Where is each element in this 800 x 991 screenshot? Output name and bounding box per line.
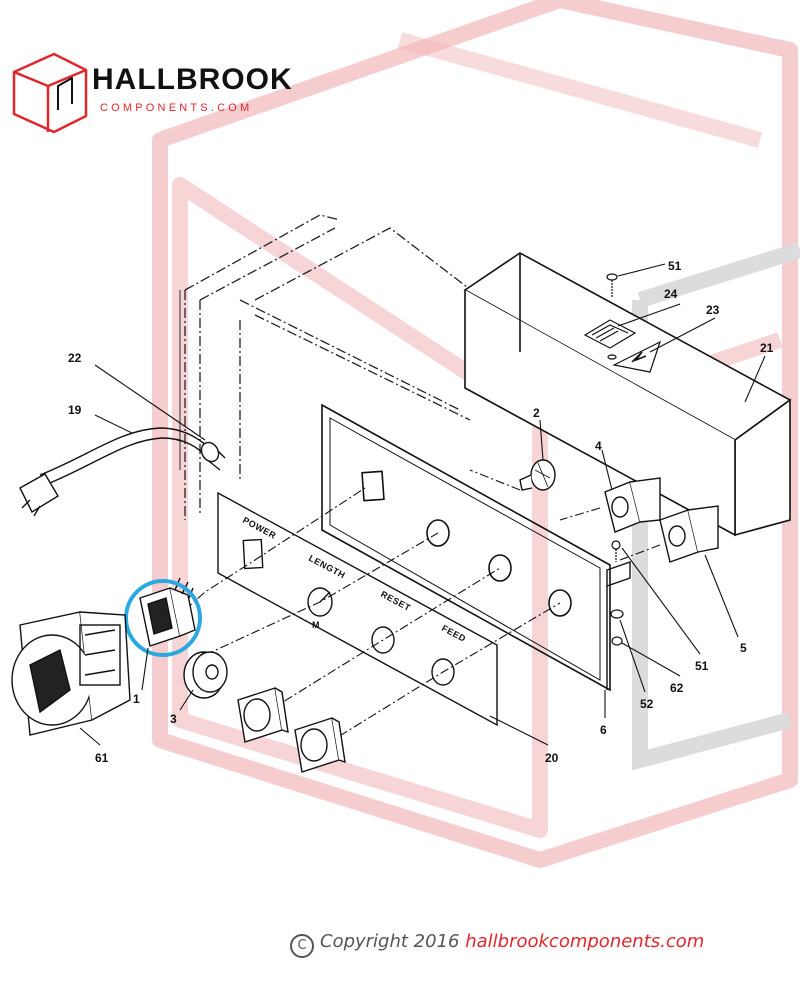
cord-grommet [200, 441, 220, 463]
callout-61: 61 [95, 751, 109, 765]
button-housing-4 [604, 477, 661, 533]
nameplate-icon [583, 319, 637, 349]
callout-51-bracket: 51 [695, 659, 709, 673]
bracket-fasteners [610, 540, 624, 646]
logo-cube-icon [12, 52, 88, 134]
callout-19: 19 [68, 403, 82, 417]
highlight-circle [124, 579, 202, 657]
callout-62: 62 [670, 681, 684, 695]
power-cord [39, 427, 226, 486]
callout-52: 52 [640, 697, 654, 711]
copyright-text: Copyright 2016 [320, 931, 466, 952]
warning-label-icon [612, 340, 662, 373]
label-panel [217, 491, 498, 727]
front-bezel-frame [321, 403, 611, 692]
top-cover [463, 252, 792, 537]
callout-2: 2 [533, 406, 540, 420]
bracket-6 [606, 561, 631, 690]
callout-23: 23 [706, 303, 720, 317]
push-button-reset [237, 687, 289, 743]
callout-4: 4 [595, 439, 602, 453]
callout-22: 22 [68, 351, 82, 365]
dial-mark-label: M [312, 620, 320, 630]
callout-3: 3 [170, 712, 177, 726]
callout-numbers: 1 2 3 4 5 6 19 20 21 22 23 24 51 51 52 6… [68, 259, 774, 765]
callout-20: 20 [545, 751, 559, 765]
leader-lines [79, 263, 766, 746]
button-housing-5 [659, 505, 719, 563]
assembly-lines [184, 469, 661, 746]
copyright-icon: C [290, 934, 314, 958]
power-plug [19, 473, 59, 517]
knob-3 [183, 651, 228, 699]
cover-screw-51 [606, 273, 618, 360]
callout-21: 21 [760, 341, 774, 355]
rotary-isolator [11, 611, 131, 736]
callout-5: 5 [740, 641, 747, 655]
callout-24: 24 [664, 287, 678, 301]
brand-subtitle: COMPONENTS.COM [100, 102, 253, 114]
rocker-switch [139, 577, 196, 647]
potentiometer [519, 459, 556, 491]
machine-housing [179, 214, 511, 520]
callout-6: 6 [600, 723, 607, 737]
copyright-notice: C Copyright 2016 hallbrookcomponents.com [290, 930, 790, 958]
copyright-site-link[interactable]: hallbrookcomponents.com [465, 931, 705, 952]
brand-name: HALLBROOK [92, 63, 293, 96]
callout-1: 1 [133, 692, 140, 706]
push-button-feed [294, 717, 346, 773]
callout-51-top: 51 [668, 259, 682, 273]
